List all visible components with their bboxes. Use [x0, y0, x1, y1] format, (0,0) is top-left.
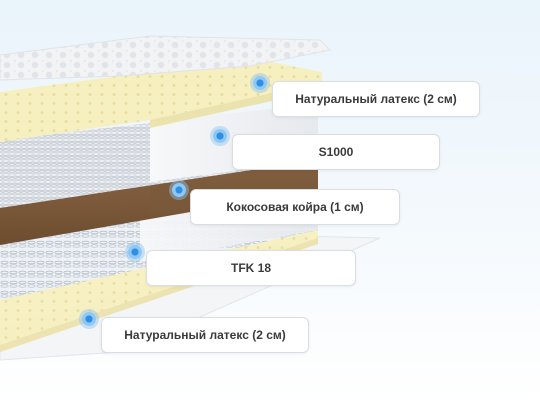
quilted-top-cover — [0, 35, 332, 81]
layer-label-coconut-coir: Кокосовая койра (1 см) — [190, 189, 400, 225]
layer-marker-5[interactable] — [82, 312, 96, 326]
layer-marker-3[interactable] — [172, 183, 186, 197]
top-latex-layer — [0, 58, 322, 142]
layer-label-s1000: S1000 — [232, 134, 440, 170]
layer-marker-1[interactable] — [253, 76, 267, 90]
layer-label-bottom-latex: Натуральный латекс (2 см) — [101, 317, 309, 353]
layer-label-tfk18: TFK 18 — [146, 250, 356, 286]
layer-marker-2[interactable] — [213, 129, 227, 143]
layer-label-top-latex: Натуральный латекс (2 см) — [272, 81, 480, 117]
layer-marker-4[interactable] — [128, 245, 142, 259]
